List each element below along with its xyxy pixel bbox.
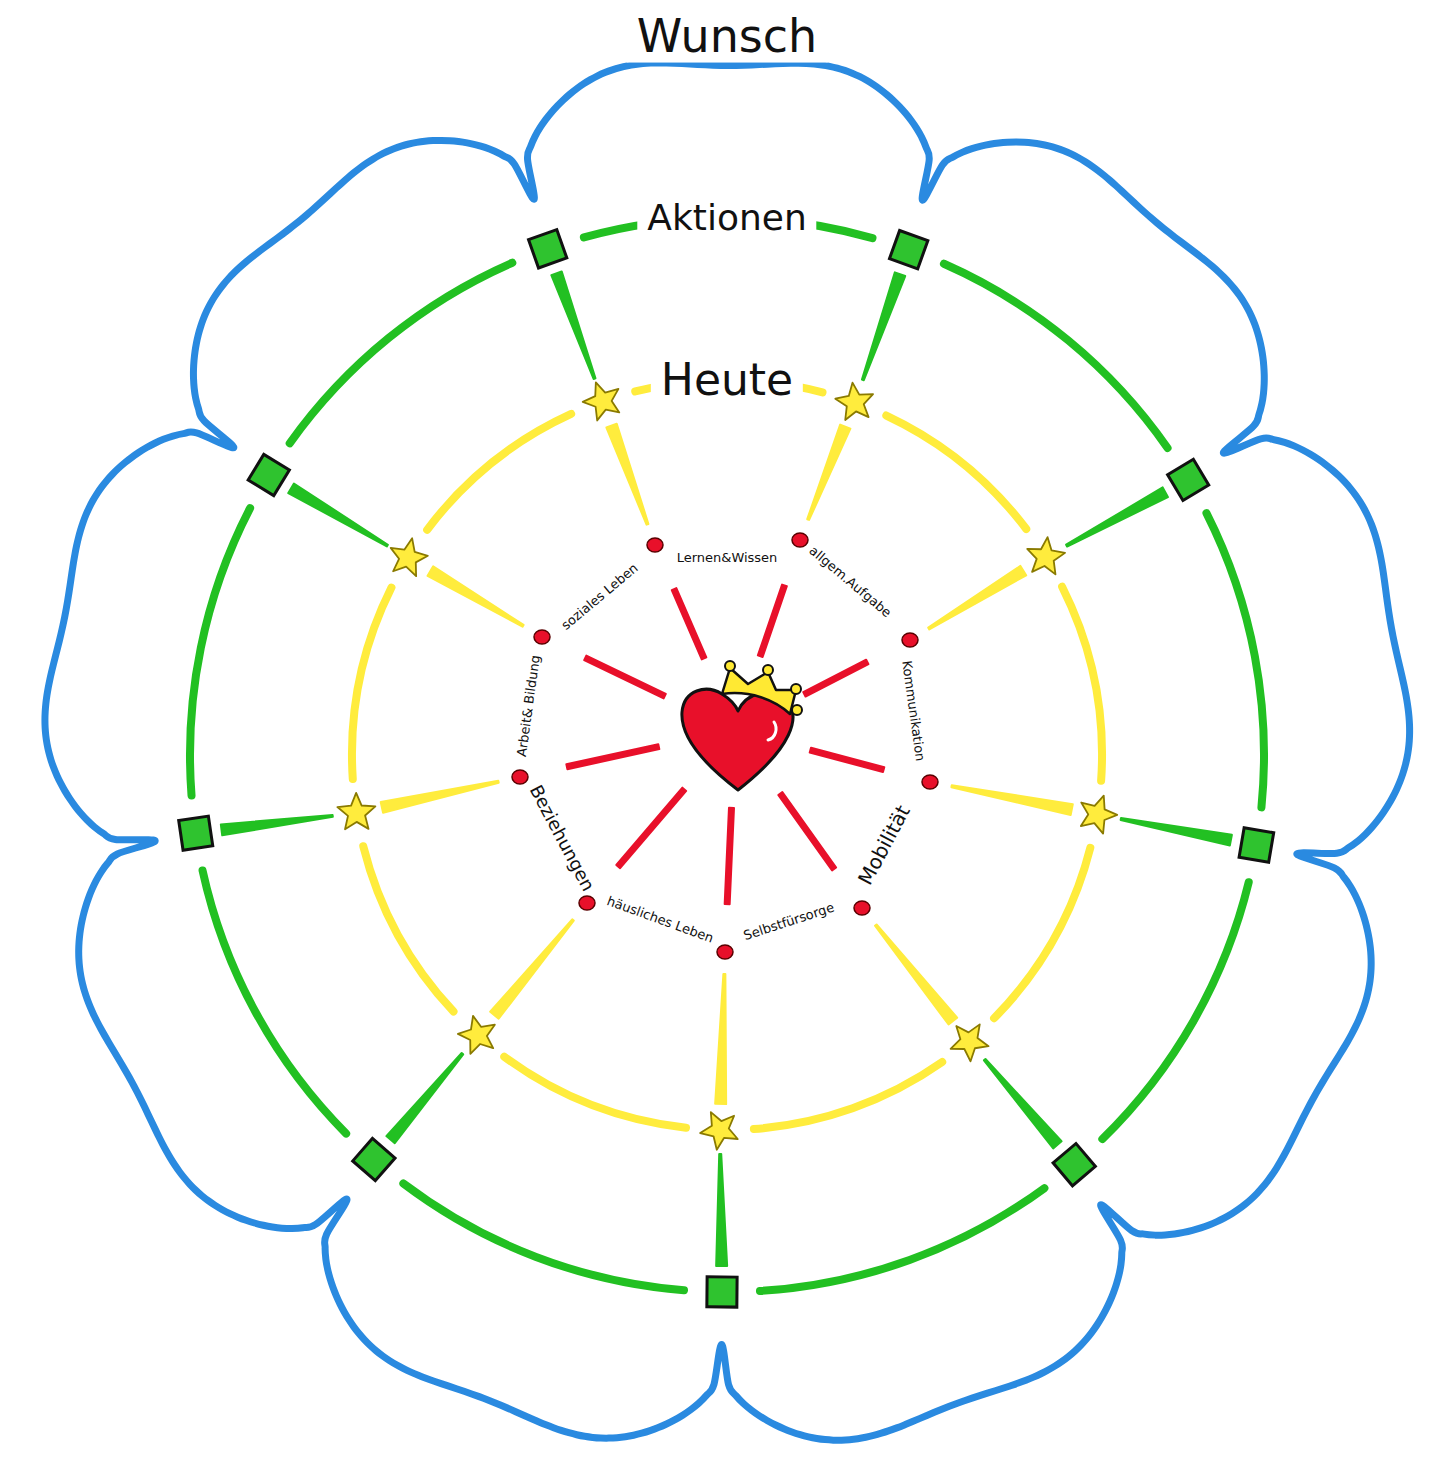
- area-label: Selbstfürsorge: [742, 901, 836, 944]
- area-dot: [512, 770, 528, 784]
- area-dot: [922, 775, 938, 789]
- heart-spoke: [778, 792, 836, 870]
- area-label: häusliches Leben: [605, 894, 715, 946]
- area-dot: [854, 901, 870, 915]
- action-spoke: [1121, 818, 1232, 845]
- action-square: [707, 1277, 737, 1307]
- today-spoke: [428, 566, 524, 626]
- today-ring-node: Heute: [352, 380, 1102, 1130]
- action-square: [1053, 1143, 1095, 1185]
- area-dot: [647, 538, 663, 552]
- today-star: [335, 788, 382, 836]
- today-spoke: [928, 566, 1026, 629]
- today-spoke: [381, 781, 499, 813]
- ring-title: Aktionen: [637, 197, 816, 238]
- action-spoke: [221, 815, 333, 835]
- action-ring: [203, 871, 347, 1134]
- action-square: [248, 454, 289, 495]
- action-spoke: [1066, 487, 1168, 546]
- action-spoke: [551, 271, 595, 379]
- action-spoke: [984, 1059, 1062, 1148]
- today-star: [1025, 535, 1067, 575]
- today-spoke: [807, 425, 850, 520]
- ring-title: Wunsch: [627, 10, 828, 63]
- today-spoke: [606, 424, 648, 525]
- action-ring: [290, 263, 513, 444]
- heart-spoke: [566, 744, 659, 769]
- action-ring: [944, 264, 1168, 448]
- heart-spoke: [803, 660, 868, 697]
- heart-spoke: [725, 808, 734, 904]
- ring-title: Heute: [651, 355, 803, 406]
- today-ring: [1062, 587, 1102, 781]
- area-dot: [717, 945, 733, 959]
- heart-spoke: [672, 588, 707, 659]
- action-ring: [760, 1188, 1044, 1291]
- action-ring: [584, 218, 873, 238]
- heart-crown: [682, 661, 802, 790]
- action-spoke: [288, 484, 388, 547]
- action-ring: [403, 1184, 684, 1291]
- area-label: Mobilität: [854, 802, 914, 889]
- heart-spoke: [616, 788, 686, 869]
- today-star: [834, 380, 876, 421]
- heart-spoke: [810, 748, 885, 772]
- today-star: [390, 537, 430, 579]
- action-spoke: [862, 272, 905, 380]
- action-spoke: [716, 1154, 727, 1266]
- action-ring: [1206, 513, 1264, 807]
- today-ring: [504, 1057, 686, 1128]
- area-dot: [902, 633, 918, 647]
- today-spoke: [951, 785, 1072, 815]
- today-spoke: [715, 974, 726, 1104]
- area-dot: [579, 896, 595, 910]
- action-square: [353, 1138, 395, 1180]
- today-spoke: [490, 919, 574, 1018]
- area-dot: [792, 533, 808, 547]
- today-star: [578, 376, 626, 423]
- action-square: [889, 230, 927, 268]
- today-ring: [886, 416, 1026, 529]
- area-label: Kommunikation: [899, 660, 927, 762]
- action-spoke: [386, 1053, 463, 1143]
- heart-spoke: [758, 585, 787, 657]
- today-star: [1074, 789, 1122, 836]
- heart-spoke: [584, 656, 666, 699]
- action-ring-node: AktionenHeute: [190, 218, 1264, 1292]
- area-label: Lernen&Wissen: [677, 551, 778, 565]
- area-dot: [534, 630, 550, 644]
- action-ring: [1102, 882, 1248, 1139]
- area-label: Beziehungen: [526, 782, 598, 895]
- today-ring: [754, 1062, 942, 1129]
- area-label: allgem.Aufgabe: [806, 544, 894, 621]
- today-ring: [635, 380, 822, 392]
- action-square: [1168, 459, 1209, 500]
- wish-cloud: [45, 63, 1410, 1440]
- area-label: Arbeit& Bildung: [515, 654, 543, 758]
- today-spoke: [875, 925, 957, 1025]
- today-ring: [994, 848, 1090, 1018]
- today-star: [695, 1102, 747, 1154]
- action-square: [1239, 828, 1274, 863]
- today-ring: [427, 414, 571, 530]
- action-square: [179, 816, 213, 850]
- today-ring: [363, 846, 453, 1011]
- action-square: [529, 230, 567, 268]
- area-label: soziales Leben: [559, 561, 641, 633]
- action-ring: [190, 508, 250, 795]
- today-ring: [352, 588, 391, 780]
- today-star: [944, 1014, 995, 1065]
- today-star: [454, 1009, 505, 1060]
